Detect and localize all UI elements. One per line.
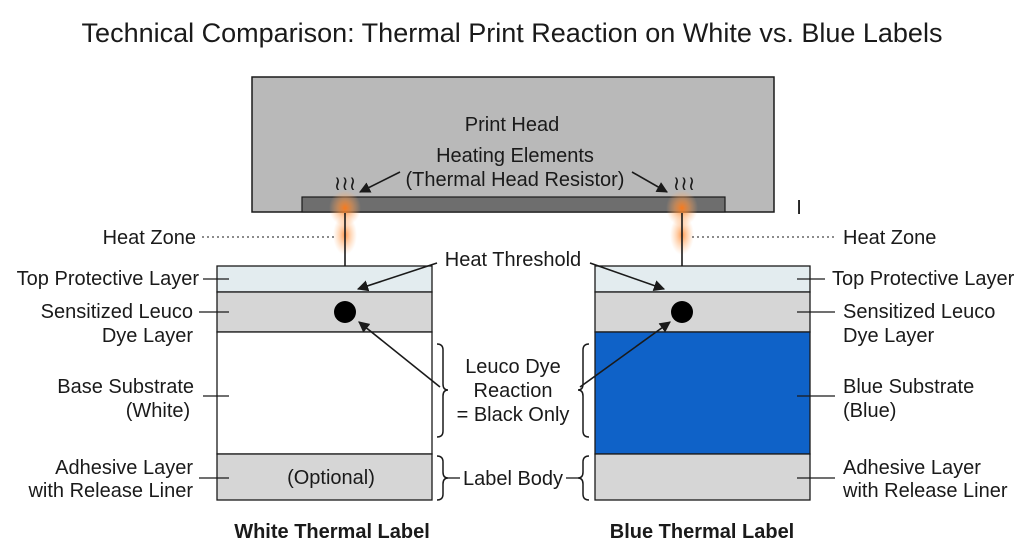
left-substrate-label-line1: Base Substrate [57,376,194,398]
right-substrate-label-line1: Blue Substrate [843,376,974,398]
white-black-dot [334,301,356,323]
heating-elements-label: Heating Elements [436,145,594,167]
white-leuco-dye-layer [216,291,433,333]
white-optional-label: (Optional) [287,467,375,489]
right-adhesive-label-line1: Adhesive Layer [843,457,981,479]
heat-waves-icon-right: ≀≀≀ [673,173,696,195]
blue-black-dot [671,301,693,323]
center-bracket-left [436,343,449,438]
heating-element-bar [301,196,726,213]
heating-arrow-right [631,171,668,193]
left-adhesive-label-line2: with Release Liner [27,480,193,502]
heat-threshold-label: Heat Threshold [445,249,581,271]
left-leuco-label-line2: Dye Layer [102,325,193,347]
left-top-protective-label: Top Protective Layer [17,268,200,290]
blue-substrate [594,331,811,455]
reaction-text-line1: Leuco Dye [465,356,561,378]
label-body-bracket-left [436,455,449,501]
label-body-text: Label Body [463,468,563,490]
right-top-protective-label: Top Protective Layer [832,268,1015,290]
blue-adhesive-layer [594,453,811,501]
blue-top-protective-layer [594,265,811,293]
left-substrate-label-line2: (White) [126,400,190,422]
print-head-body [251,76,775,213]
white-thermal-label: (Optional) [216,265,433,501]
reaction-arrow-left [358,321,441,388]
left-leuco-label-line1: Sensitized Leuco [41,301,193,323]
reaction-text-line3: = Black Only [457,404,570,426]
heat-waves-icon-left: ≀≀≀ [334,173,357,195]
page-title: Technical Comparison: Thermal Print Reac… [82,18,943,48]
heating-arrow-left [358,171,401,193]
reaction-text-line2: Reaction [474,380,553,402]
heat-zone-label-right: Heat Zone [843,227,936,249]
blue-thermal-label [594,265,811,501]
center-bracket-right [577,343,590,438]
thermal-head-resistor-label: (Thermal Head Resistor) [406,169,625,191]
blue-leuco-dye-layer [594,291,811,333]
white-label-caption: White Thermal Label [234,521,430,543]
right-adhesive-label-line2: with Release Liner [842,480,1008,502]
white-top-protective-layer [216,265,433,293]
reaction-arrow-right [579,321,671,388]
right-leuco-label-line2: Dye Layer [843,325,934,347]
heat-glow-left-top [329,190,361,226]
blue-label-caption: Blue Thermal Label [610,521,795,543]
left-adhesive-label-line1: Adhesive Layer [55,457,193,479]
right-substrate-label-line2: (Blue) [843,400,896,422]
heat-threshold-arrow-right [589,262,666,291]
label-body-bracket-right [577,455,590,501]
gap-marker-icon: I [796,197,802,219]
heat-glow-right-top [666,190,698,226]
heat-zone-label-left: Heat Zone [103,227,196,249]
heat-threshold-arrow-left [356,262,438,292]
right-leuco-label-line1: Sensitized Leuco [843,301,995,323]
white-base-substrate [216,331,433,455]
white-adhesive-layer [216,453,433,501]
print-head-label: Print Head [465,114,560,136]
